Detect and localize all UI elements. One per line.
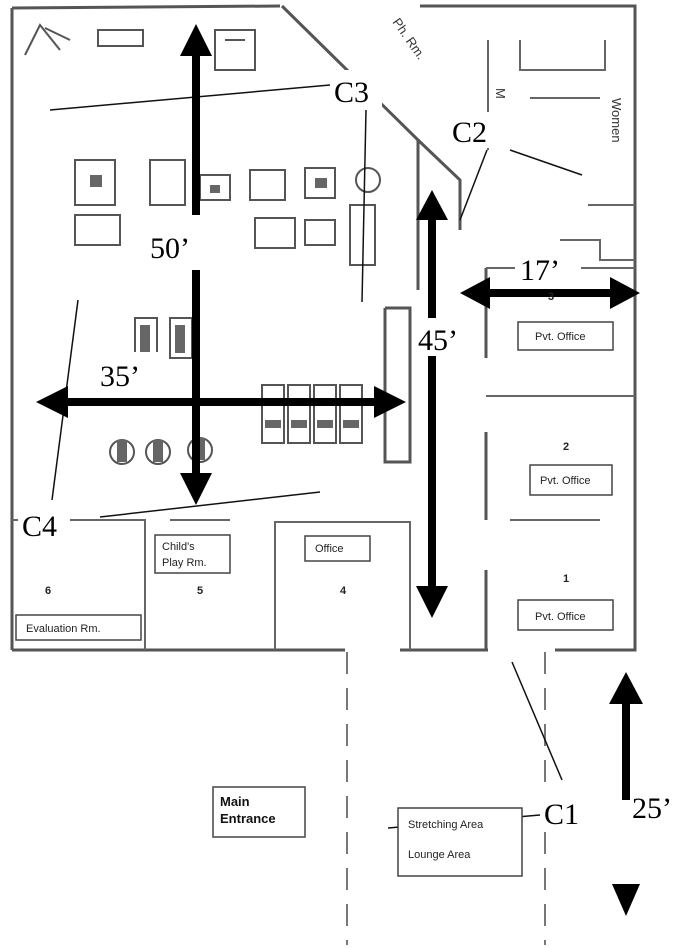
- equipment-icon-top: [214, 29, 256, 71]
- childs-play-label-line2: Play Rm.: [162, 557, 207, 569]
- callout-c4: C4: [22, 510, 57, 543]
- childs-play-box: [154, 534, 231, 574]
- upper-diagonal-wall: [416, 138, 462, 230]
- dimension-labels: 50’ 35’ 45’ 17’ 25’: [96, 215, 685, 826]
- gym-equipment: [24, 23, 381, 465]
- c3-leader-1: [49, 84, 331, 111]
- walls: [10, 4, 637, 945]
- evaluation-number: 6: [45, 585, 51, 597]
- childs-play-number: 5: [197, 585, 203, 597]
- center-partition: [383, 306, 412, 464]
- restroom-wall-lower: [560, 239, 635, 261]
- pvt-office-2-box: [529, 464, 613, 496]
- dimension-arrows: [36, 24, 643, 916]
- dimension-45: 45’: [418, 324, 458, 357]
- arrow-35-head-right: [374, 386, 406, 418]
- arrow-25-head-top: [609, 672, 643, 704]
- men-room-label: M: [493, 88, 508, 99]
- dimension-17: 17’: [520, 254, 560, 287]
- callout-labels: C3 C2 C4 C1: [18, 70, 598, 831]
- restroom-partition-2: [519, 40, 606, 71]
- c4-leader-2: [99, 491, 321, 518]
- c3-leader-2: [361, 109, 367, 303]
- arrow-45-head-top: [416, 190, 448, 220]
- c1-leader-1: [511, 661, 563, 781]
- machines-row-2: [74, 204, 376, 266]
- outer-wall-top-left: [11, 4, 281, 10]
- evaluation-box: [15, 614, 142, 641]
- pvt-office-1-box: [517, 599, 614, 631]
- treadmills: [261, 384, 363, 444]
- dimension-25: 25’: [632, 792, 672, 825]
- evaluation-label: Evaluation Rm.: [26, 623, 101, 635]
- arrow-45-head-bottom: [416, 586, 448, 618]
- machines-row-1: [74, 159, 381, 206]
- pvt-office-3-box: [517, 321, 614, 351]
- outer-wall-top-right: [420, 4, 637, 652]
- callout-lines: [49, 84, 583, 829]
- main-entrance-line2: Entrance: [220, 811, 276, 826]
- main-entrance-line1: Main: [220, 794, 250, 809]
- arrow-25-head-bottom: [612, 884, 640, 916]
- pvt-office-3-number: 3: [548, 291, 554, 303]
- lower-rooms-top-right: [274, 521, 411, 650]
- pvt-office-2-number: 2: [563, 441, 569, 453]
- stretching-area-label: Stretching Area: [408, 819, 484, 831]
- pvt-office-1-label: Pvt. Office: [535, 611, 586, 623]
- pvt-office-2-label: Pvt. Office: [540, 475, 591, 487]
- office-4-number: 4: [340, 585, 347, 597]
- callout-c1: C1: [544, 798, 579, 831]
- childs-play-label-line1: Child's: [162, 541, 195, 553]
- lounge-area-label: Lounge Area: [408, 849, 471, 861]
- arrow-50-head-bottom: [180, 473, 212, 505]
- c2-leader-2: [509, 149, 583, 176]
- dimension-35: 35’: [100, 360, 140, 393]
- pvt-office-3-label: Pvt. Office: [535, 331, 586, 343]
- stretching-lounge-box: [397, 807, 523, 877]
- pvt-office-1-number: 1: [563, 573, 569, 585]
- room-labels: Ph. Rm. M Women Office 4 Child's Play Rm…: [26, 15, 624, 861]
- office-4-box: [304, 535, 371, 562]
- phone-room-label: Ph. Rm.: [390, 15, 429, 62]
- dimension-50: 50’: [150, 232, 190, 265]
- women-room-label: Women: [609, 98, 624, 143]
- equipment-bench-icon: [97, 29, 144, 47]
- c2-leader-1: [459, 149, 488, 221]
- callout-c2: C2: [452, 116, 487, 149]
- equipment-icon-row-1: [24, 23, 71, 56]
- room-label-boxes: [15, 321, 614, 877]
- arrow-17-head-right: [610, 277, 640, 309]
- callout-c3: C3: [334, 76, 369, 109]
- arrow-17-head-left: [460, 277, 490, 309]
- arrow-35-head-left: [36, 386, 68, 418]
- main-entrance-box: [212, 786, 306, 838]
- arrow-50-head-top: [180, 24, 212, 56]
- office-4-label: Office: [315, 543, 344, 555]
